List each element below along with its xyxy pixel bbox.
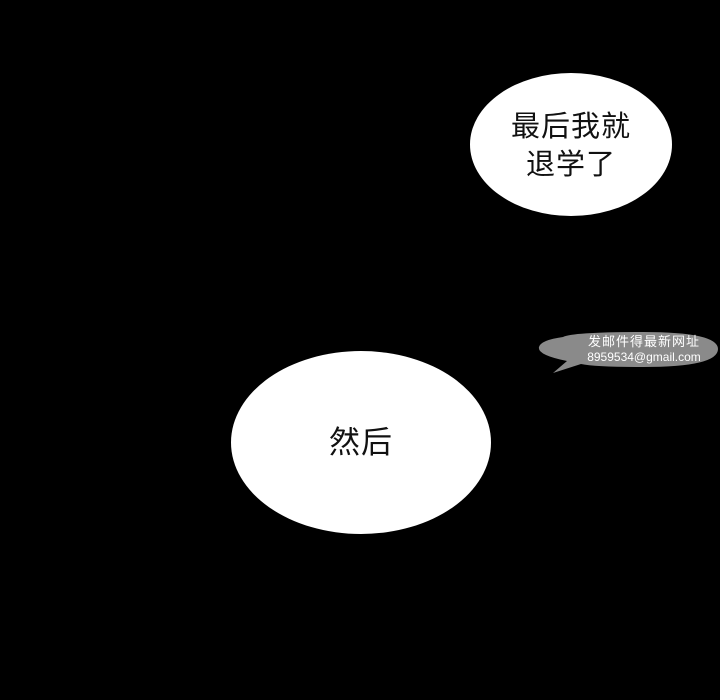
speech-text-line: 最后我就 [510,108,631,143]
speech-text-line: 退学了 [525,146,616,181]
speech-bubble-bottom: 然后 [231,351,491,534]
watermark-badge: 发邮件得最新网址 8959534@gmail.com [533,331,720,375]
watermark-text: 发邮件得最新网址 8959534@gmail.com [571,334,717,365]
watermark-bubble-shape [538,332,718,373]
watermark-line-1: 发邮件得最新网址 [587,334,700,349]
speech-bubble-top: 最后我就 退学了 [470,73,672,216]
speech-text-line: 然后 [329,424,393,461]
watermark-email: 8959534@gmail.com [587,350,701,364]
